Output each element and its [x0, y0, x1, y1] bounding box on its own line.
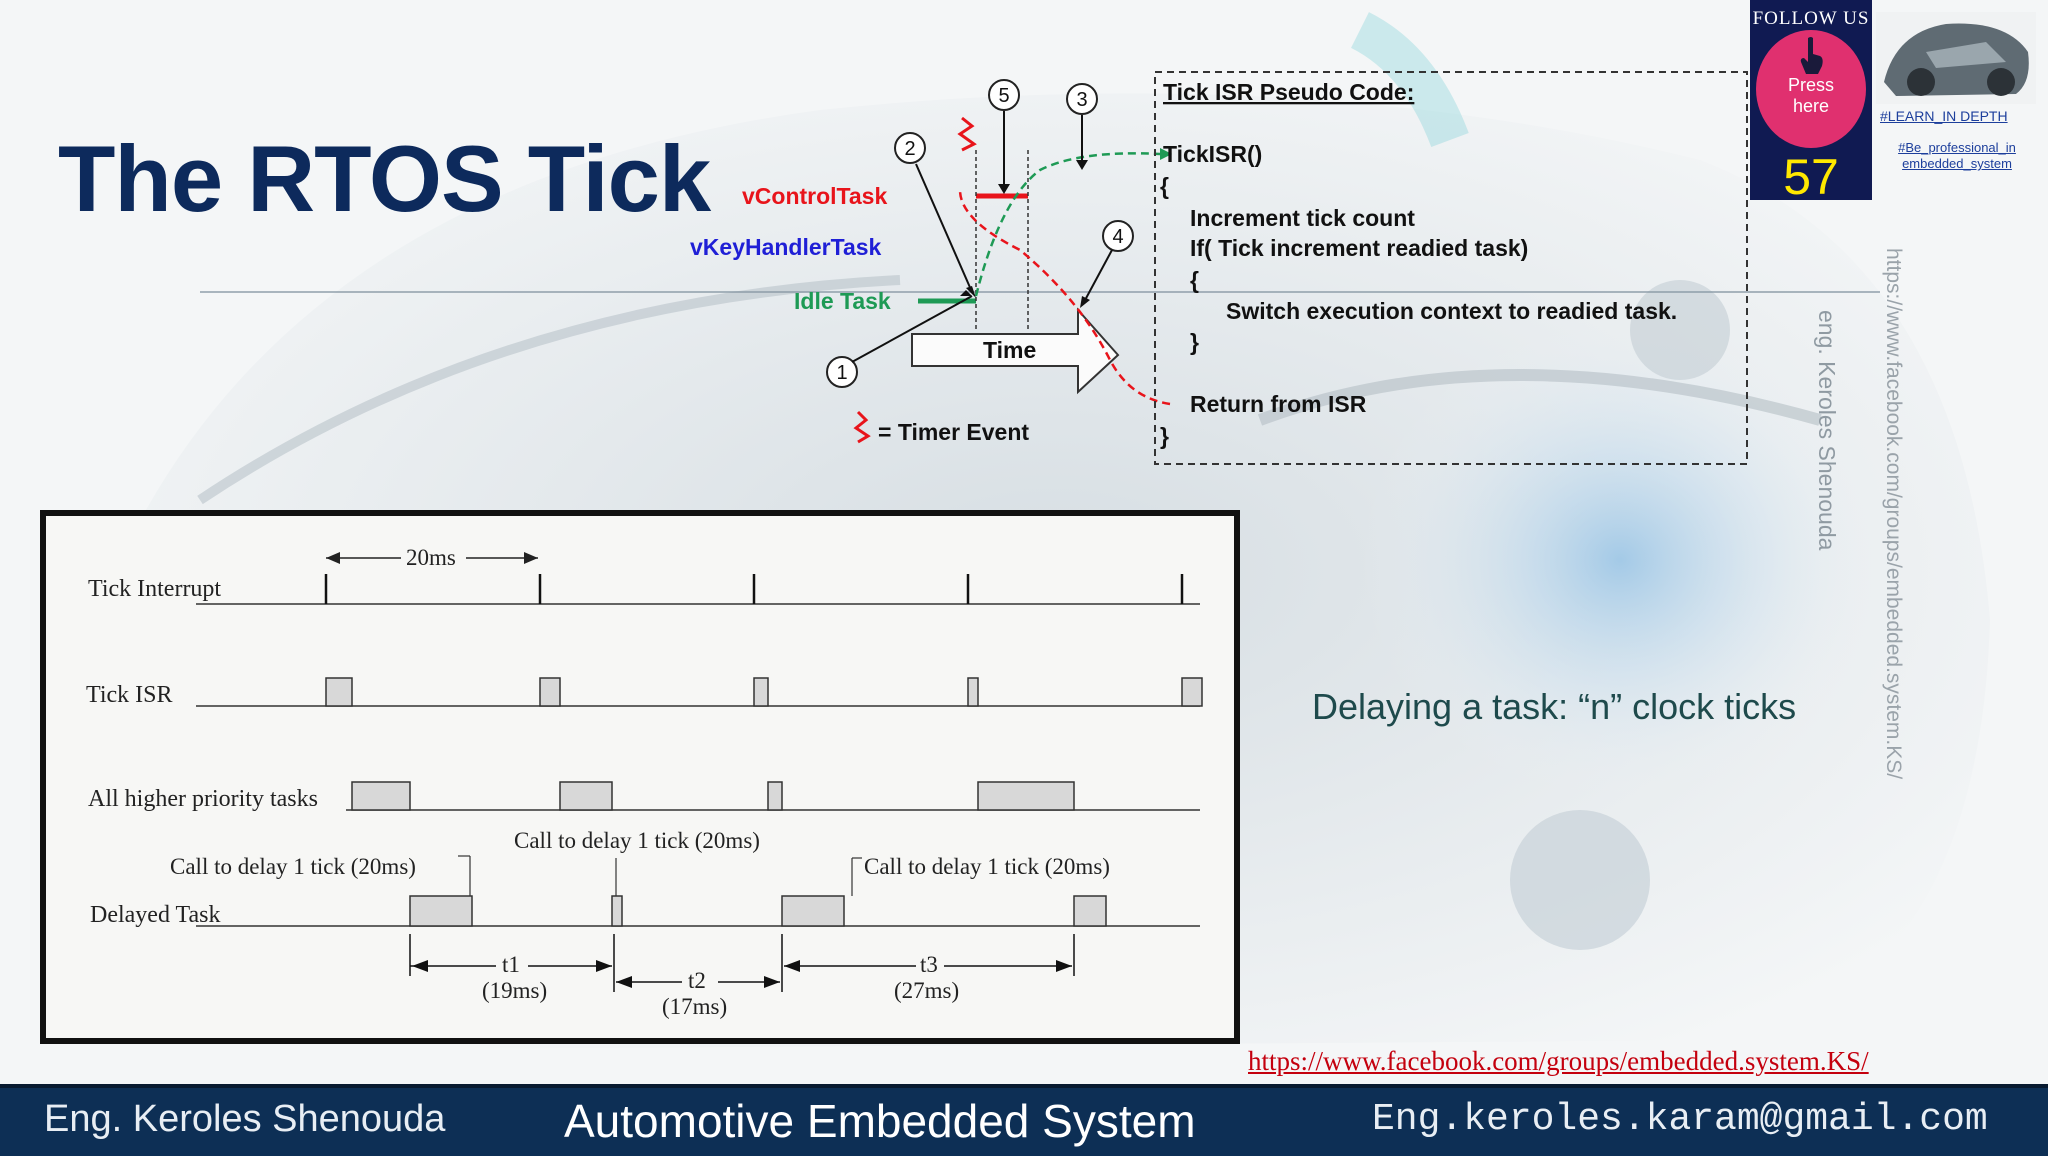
task-label-key: vKeyHandlerTask: [690, 234, 882, 260]
row-label: Tick ISR: [86, 682, 172, 708]
watermark-author: eng. Keroles Shenouda: [1814, 310, 1840, 551]
slide-title: The RTOS Tick: [58, 126, 711, 231]
row-label: Delayed Task: [90, 902, 221, 928]
hand-pointer-icon: [1800, 37, 1823, 74]
page-number: 57: [1783, 149, 1839, 205]
legend-timer-icon: [853, 410, 871, 444]
footer-course: Automotive Embedded System: [564, 1095, 1196, 1147]
interval-value: (27ms): [894, 978, 959, 1003]
hp-block: [767, 781, 783, 811]
hp-block: [559, 781, 613, 811]
footer-email[interactable]: Eng.keroles.karam@gmail.com: [1372, 1098, 1988, 1141]
isr-block: [539, 677, 561, 707]
timing-diagram: 20ms Tick Interrupt Tick ISR All higher …: [40, 510, 1240, 1044]
follow-heading: FOLLOW US: [1752, 8, 1870, 29]
time-label: Time: [983, 337, 1036, 363]
row-label: Tick Interrupt: [88, 576, 221, 602]
watermark-url: https://www.facebook.com/groups/embedded…: [1882, 248, 1905, 780]
task-label-control: vControlTask: [742, 183, 887, 209]
hp-block: [351, 781, 411, 811]
marker-2: 2: [904, 138, 915, 160]
period-label: 20ms: [406, 545, 456, 570]
isr-block: [325, 677, 353, 707]
learn-in-depth-link[interactable]: #LEARN_IN DEPTH: [1880, 108, 2008, 124]
hp-block: [977, 781, 1075, 811]
be-professional-link[interactable]: #Be_professional_in embedded_system: [1898, 140, 2016, 171]
time-arrow: [911, 307, 1120, 395]
footer-author: Eng. Keroles Shenouda: [44, 1098, 446, 1140]
code-line: }: [1190, 329, 1199, 355]
facebook-group-link[interactable]: https://www.facebook.com/groups/embedded…: [1248, 1046, 1869, 1076]
marker-4: 4: [1112, 226, 1123, 248]
task-label-idle: Idle Task: [794, 288, 891, 314]
follow-us-badge[interactable]: FOLLOW US Press here 57: [1750, 0, 1872, 205]
call-label: Call to delay 1 tick (20ms): [170, 854, 416, 879]
row-label: All higher priority tasks: [88, 786, 318, 812]
delayed-block: [1073, 895, 1107, 927]
marker-5: 5: [998, 85, 1009, 107]
footer-bar: Eng. Keroles Shenouda Automotive Embedde…: [0, 1084, 2048, 1156]
code-line: {: [1190, 267, 1199, 293]
interval-name: t1: [502, 952, 520, 977]
isr-block: [967, 677, 979, 707]
delayed-block: [611, 895, 623, 927]
here-text: here: [1792, 96, 1830, 116]
code-line: }: [1160, 423, 1169, 449]
isr-block: [1181, 677, 1203, 707]
delayed-block: [781, 895, 845, 927]
pseudo-code-title: Tick ISR Pseudo Code:: [1163, 79, 1414, 105]
call-label: Call to delay 1 tick (20ms): [514, 828, 760, 853]
code-line: TickISR(): [1163, 141, 1262, 167]
legend-label: = Timer Event: [878, 419, 1029, 445]
slide-caption: Delaying a task: “n” clock ticks: [1312, 686, 1797, 727]
call-label: Call to delay 1 tick (20ms): [864, 854, 1110, 879]
code-line: If( Tick increment readied task): [1190, 235, 1528, 261]
interval-value: (17ms): [662, 994, 727, 1019]
interval-value: (19ms): [482, 978, 547, 1003]
code-line: Increment tick count: [1190, 205, 1415, 231]
isr-block: [753, 677, 769, 707]
timer-event-icon: [957, 116, 977, 152]
delayed-block: [409, 895, 473, 927]
marker-1: 1: [836, 362, 847, 384]
interval-name: t3: [920, 952, 938, 977]
press-text: Press: [1787, 75, 1834, 95]
interval-name: t2: [688, 968, 706, 993]
press-here-button[interactable]: Press here: [1756, 30, 1866, 148]
code-line: {: [1160, 173, 1169, 199]
car-engine-thumbnail: [1876, 12, 2036, 104]
code-line: Return from ISR: [1190, 391, 1367, 417]
marker-3: 3: [1076, 89, 1087, 111]
code-line: Switch execution context to readied task…: [1226, 298, 1677, 324]
